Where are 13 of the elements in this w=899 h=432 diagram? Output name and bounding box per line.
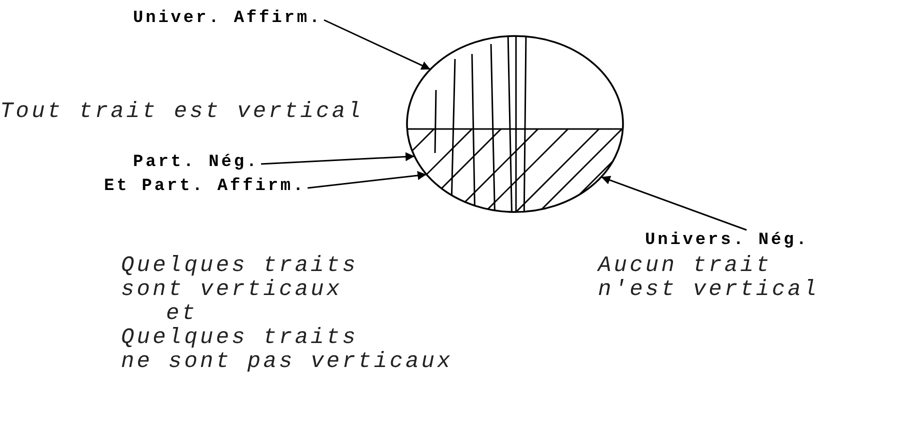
arrow — [261, 152, 415, 165]
italic-caption: Aucun trait n'est vertical — [598, 254, 820, 302]
hatched-ellipse-drawing — [405, 34, 625, 214]
arrow-label: Part. Nég. — [133, 152, 260, 174]
arrow — [601, 176, 747, 231]
arrow-label: Et Part. Affirm. — [104, 176, 306, 198]
arrow-label: Univer. Affirm. — [133, 8, 322, 30]
italic-caption: Quelques traits ne sont pas verticaux — [121, 326, 453, 374]
italic-caption: Tout trait est vertical — [0, 100, 364, 124]
arrow-label: Univers. Nég. — [645, 230, 809, 252]
italic-caption: et — [166, 302, 198, 326]
arrow — [324, 19, 431, 70]
arrow — [308, 171, 427, 189]
